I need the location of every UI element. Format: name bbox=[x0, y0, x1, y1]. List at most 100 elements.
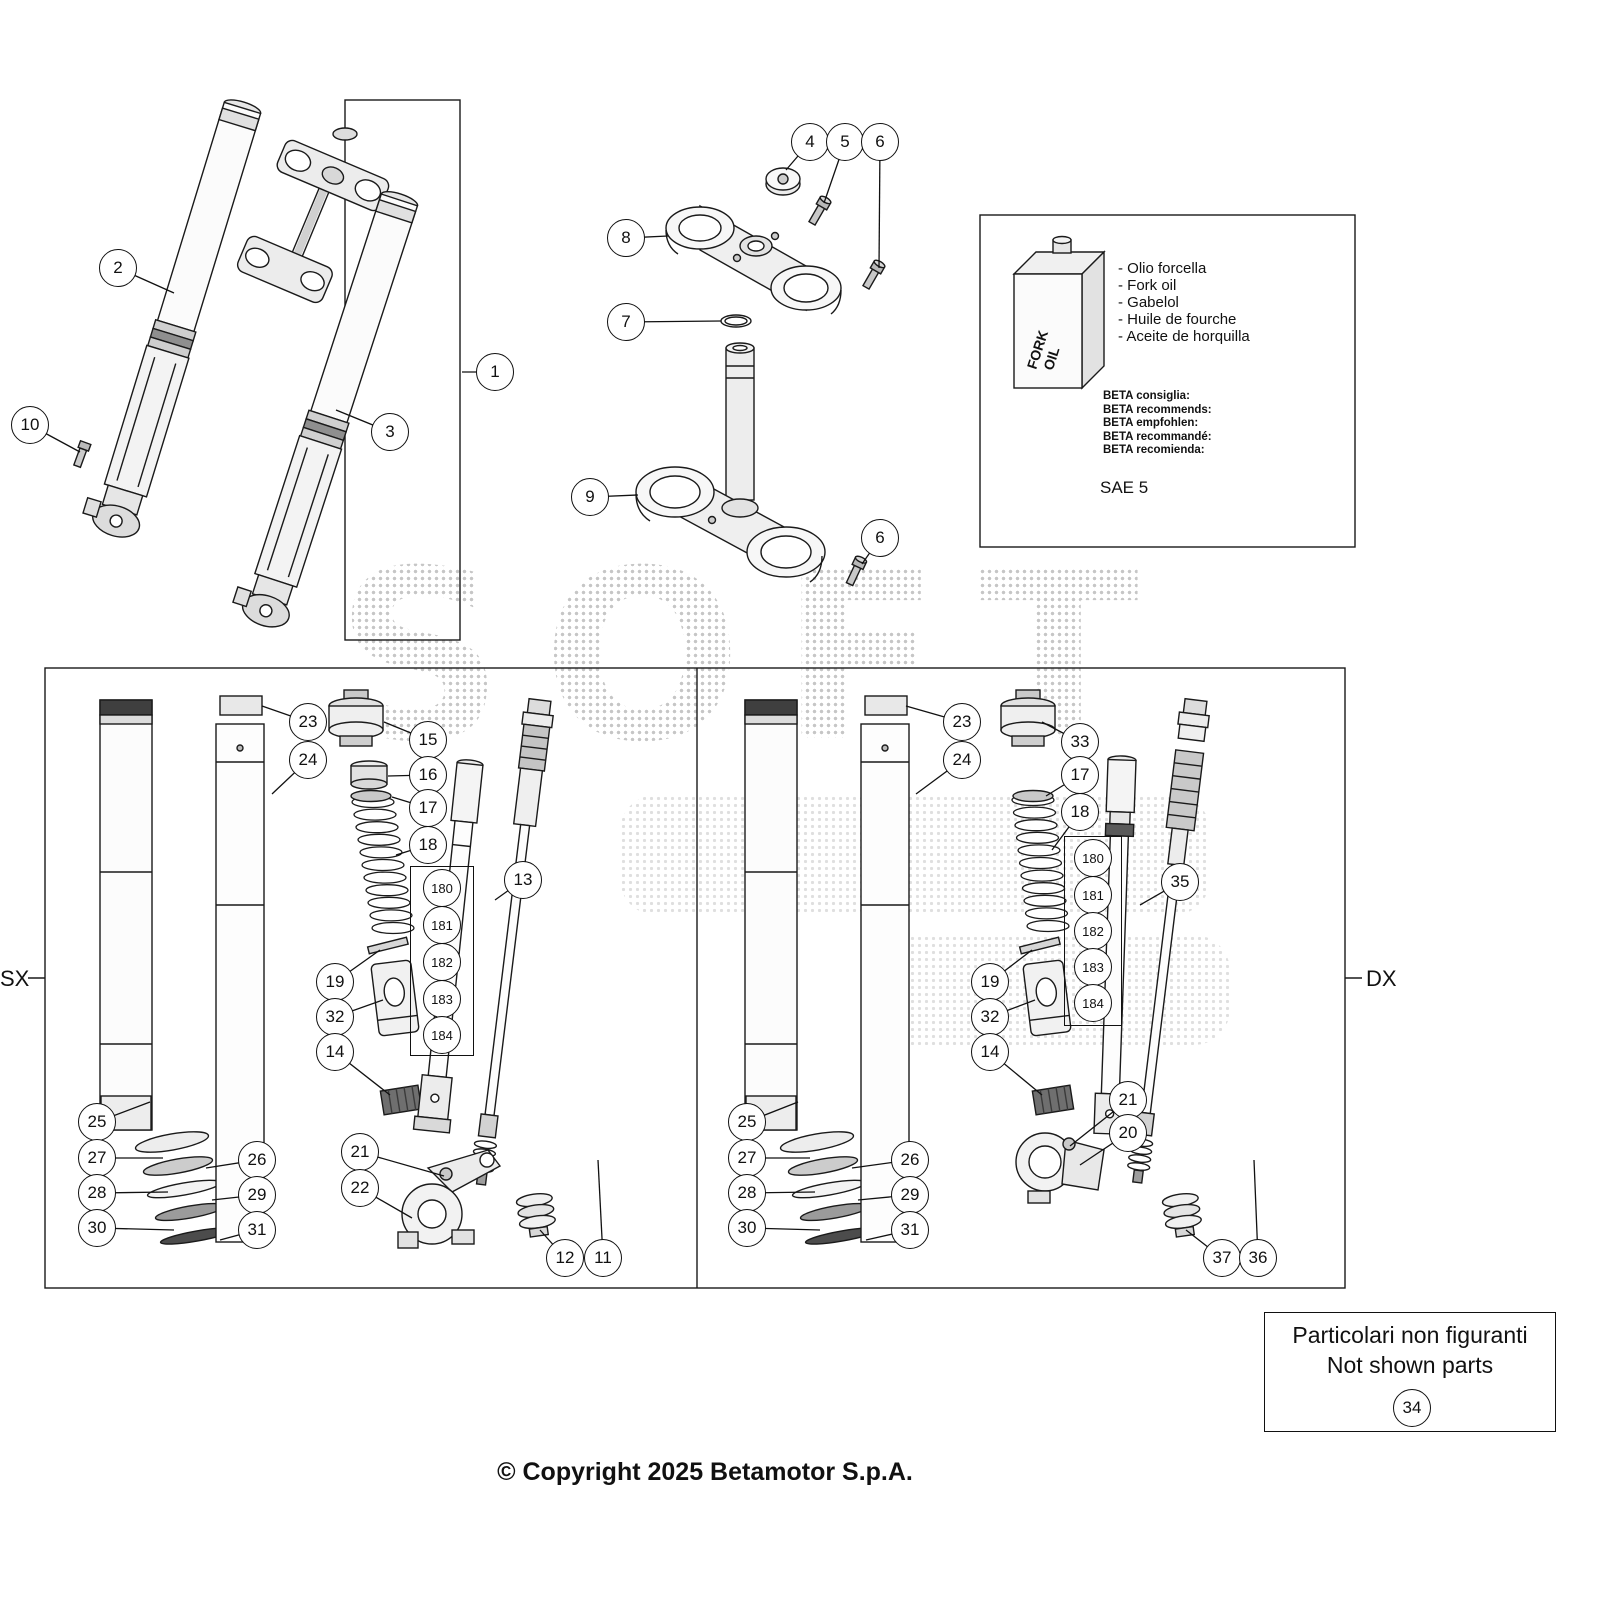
callout-37: 37 bbox=[1203, 1239, 1241, 1277]
callout-10: 10 bbox=[11, 406, 49, 444]
callout-29: 29 bbox=[238, 1176, 276, 1214]
watermark-text: SOFT bbox=[335, 521, 1177, 794]
sx-bushing bbox=[379, 1084, 423, 1116]
clamp-bolt-6-lower bbox=[845, 555, 868, 587]
not-shown-parts-box: Particolari non figuranti Not shown part… bbox=[1264, 1312, 1556, 1432]
copyright-text: © Copyright 2025 Betamotor S.p.A. bbox=[497, 1458, 913, 1486]
spring-parts-group-box-left bbox=[410, 866, 474, 1056]
callout-22: 22 bbox=[341, 1169, 379, 1207]
callout-28: 28 bbox=[78, 1174, 116, 1212]
callout-14: 14 bbox=[971, 1033, 1009, 1071]
sx-spacer bbox=[350, 760, 388, 790]
callout-17: 17 bbox=[1061, 756, 1099, 794]
callout-30: 30 bbox=[728, 1209, 766, 1247]
oil-recommendation-line: BETA recommends: bbox=[1103, 403, 1212, 416]
dx-washer bbox=[1012, 789, 1054, 803]
label-dx: DX bbox=[1366, 966, 1397, 991]
fork-leg-right bbox=[232, 191, 419, 628]
dx-pin bbox=[1018, 936, 1061, 955]
callout-180: 180 bbox=[1074, 839, 1112, 877]
oil-name-line: - Aceite de horquilla bbox=[1118, 328, 1250, 345]
callout-30: 30 bbox=[78, 1209, 116, 1247]
clamp-bolt-5 bbox=[808, 195, 832, 227]
callout-16: 16 bbox=[409, 756, 447, 794]
callout-180: 180 bbox=[423, 869, 461, 907]
callout-2: 2 bbox=[99, 249, 137, 287]
oil-bottle: FORK OIL bbox=[1012, 235, 1106, 390]
oil-name-line: - Huile de fourche bbox=[1118, 311, 1237, 328]
callout-18: 18 bbox=[1061, 793, 1099, 831]
callout-28: 28 bbox=[728, 1174, 766, 1212]
callout-6: 6 bbox=[861, 123, 899, 161]
callout-24: 24 bbox=[943, 741, 981, 779]
oil-recommendation-line: BETA empfohlen: bbox=[1103, 417, 1199, 429]
callout-24: 24 bbox=[289, 741, 327, 779]
callout-26: 26 bbox=[891, 1141, 929, 1179]
callout-27: 27 bbox=[728, 1139, 766, 1177]
callout-5: 5 bbox=[826, 123, 864, 161]
callout-17: 17 bbox=[409, 789, 447, 827]
sx-cap bbox=[328, 689, 384, 747]
dx-cap bbox=[1000, 689, 1056, 747]
callout-34: 34 bbox=[1393, 1389, 1431, 1427]
fork-leg-left bbox=[82, 99, 262, 538]
sx-washer bbox=[350, 789, 392, 803]
axle-pinch-bolt bbox=[72, 439, 92, 469]
spring-parts-group-box-right bbox=[1064, 836, 1122, 1026]
callout-7: 7 bbox=[607, 303, 645, 341]
callout-29: 29 bbox=[891, 1176, 929, 1214]
callout-31: 31 bbox=[238, 1211, 276, 1249]
callout-35: 35 bbox=[1161, 863, 1199, 901]
callout-27: 27 bbox=[78, 1139, 116, 1177]
callout-36: 36 bbox=[1239, 1239, 1277, 1277]
callout-184: 184 bbox=[423, 1016, 461, 1054]
oil-recommendation-line: BETA recomienda: bbox=[1103, 444, 1205, 456]
sx-adjuster bbox=[370, 959, 420, 1037]
callout-181: 181 bbox=[423, 906, 461, 944]
callout-6: 6 bbox=[861, 519, 899, 557]
oil-name-line: - Fork oil bbox=[1118, 277, 1177, 294]
callout-21: 21 bbox=[341, 1133, 379, 1171]
callout-14: 14 bbox=[316, 1033, 354, 1071]
callout-183: 183 bbox=[1074, 948, 1112, 986]
callout-19: 19 bbox=[316, 963, 354, 1001]
oil-bottle-label-2: OIL bbox=[1040, 345, 1063, 373]
label-sx: SX bbox=[0, 966, 30, 991]
sx-axle-bracket bbox=[397, 1149, 502, 1249]
sx-outer-tube bbox=[99, 699, 153, 1131]
callout-8: 8 bbox=[607, 219, 645, 257]
callout-1: 1 bbox=[476, 353, 514, 391]
upper-triple-clamp bbox=[665, 204, 842, 315]
callout-25: 25 bbox=[78, 1103, 116, 1141]
oil-recommendations-list: BETA consiglia: BETA recommends: BETA em… bbox=[1103, 390, 1212, 458]
callout-23: 23 bbox=[943, 703, 981, 741]
assembled-triple-clamps bbox=[236, 127, 390, 304]
callout-4: 4 bbox=[791, 123, 829, 161]
main-box-frame bbox=[28, 667, 1362, 1289]
clamp-bolt-6-upper bbox=[862, 259, 886, 291]
oil-recommendation-line: BETA recommandé: bbox=[1103, 430, 1212, 443]
callout-184: 184 bbox=[1074, 984, 1112, 1022]
callout-181: 181 bbox=[1074, 876, 1112, 914]
callout-183: 183 bbox=[423, 980, 461, 1018]
callout-18: 18 bbox=[409, 826, 447, 864]
oil-name-line: - Olio forcella bbox=[1118, 260, 1207, 277]
lower-triple-clamp bbox=[635, 342, 826, 583]
dx-outer-tube bbox=[744, 699, 798, 1131]
callout-9: 9 bbox=[571, 478, 609, 516]
dx-bushing bbox=[1031, 1084, 1075, 1116]
dx-bellows bbox=[1161, 1192, 1202, 1238]
callout-11: 11 bbox=[584, 1239, 622, 1277]
sx-bellows bbox=[515, 1192, 556, 1238]
dx-adjuster bbox=[1022, 959, 1072, 1037]
steering-cap bbox=[765, 167, 801, 196]
callout-182: 182 bbox=[423, 943, 461, 981]
callout-19: 19 bbox=[971, 963, 1009, 1001]
callout-26: 26 bbox=[238, 1141, 276, 1179]
oil-grade: SAE 5 bbox=[1100, 478, 1149, 497]
callout-3: 3 bbox=[371, 413, 409, 451]
callout-20: 20 bbox=[1109, 1114, 1147, 1152]
not-shown-title-it: Particolari non figuranti bbox=[1292, 1322, 1528, 1348]
